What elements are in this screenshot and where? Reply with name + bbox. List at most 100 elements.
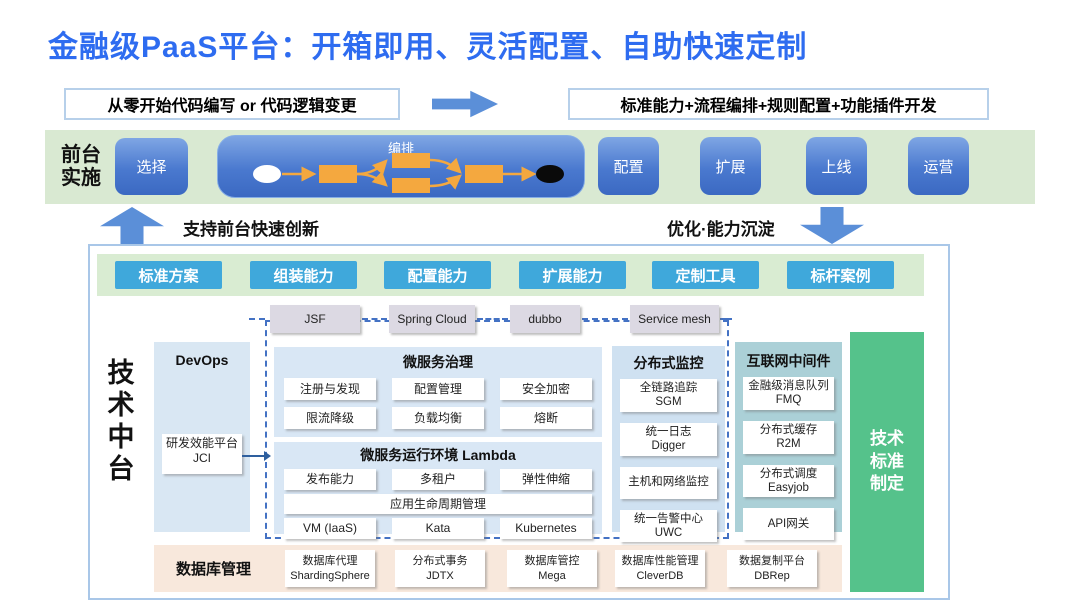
flow-task-3 xyxy=(465,165,503,183)
lambda-row3: VM (IaaS) Kata Kubernetes xyxy=(284,518,592,539)
database-label: 数据库管理 xyxy=(176,561,252,578)
item-name: 分布式调度 xyxy=(759,467,818,480)
paas-path-box: 标准能力+流程编排+规则配置+功能插件开发 xyxy=(568,88,989,120)
tab-standard-solution: 标准方案 xyxy=(115,261,222,289)
item-code: Digger xyxy=(651,440,686,453)
frontline-band: 前台 实施 选择 编排 xyxy=(45,130,1035,204)
orchestration-panel: 编排 xyxy=(217,135,585,198)
tab-custom-tools: 定制工具 xyxy=(652,261,759,289)
framework-dubbo: dubbo xyxy=(510,305,580,333)
monitoring-panel: 分布式监控 全链路追踪 SGM 统一日志 Digger 主机和网络监控 统一告警… xyxy=(612,346,725,543)
step-launch: 上线 xyxy=(806,137,867,195)
item-name: 主机和网络监控 xyxy=(628,476,709,489)
item-name: 分布式事务 xyxy=(412,555,468,568)
item-code: CleverDB xyxy=(636,569,684,582)
tech-platform-char: 中 xyxy=(107,421,135,452)
governance-item-circuitbreak: 熔断 xyxy=(500,407,592,429)
database-item-transaction: 分布式事务 JDTX xyxy=(395,550,485,587)
tech-platform-box: 标准方案 组装能力 配置能力 扩展能力 定制工具 标杆案例 技 术 中 台 JS… xyxy=(88,244,950,600)
governance-item-security: 安全加密 xyxy=(500,378,592,400)
up-arrow-caption: 支持前台快速创新 xyxy=(183,220,319,239)
item-code: DBRep xyxy=(754,569,790,582)
database-item-performance: 数据库性能管理 CleverDB xyxy=(615,550,705,587)
item-code: R2M xyxy=(776,438,801,451)
database-item-proxy: 数据库代理 ShardingSphere xyxy=(285,550,375,587)
lambda-item-lifecycle: 应用生命周期管理 xyxy=(284,494,592,514)
flow-task-1 xyxy=(319,165,357,183)
middleware-title: 互联网中间件 xyxy=(746,353,831,369)
tech-platform-char: 术 xyxy=(107,389,135,420)
flow-task-2b xyxy=(392,178,430,193)
item-code: ShardingSphere xyxy=(290,569,370,582)
tab-assembly: 组装能力 xyxy=(250,261,357,289)
item-name: 分布式缓存 xyxy=(759,423,818,436)
item-name: 统一告警中心 xyxy=(634,512,703,525)
flow-end-node xyxy=(536,165,564,183)
framework-spring-cloud: Spring Cloud xyxy=(389,305,475,333)
devops-jci-box: 研发效能平台 JCI xyxy=(162,434,242,474)
standards-line: 制定 xyxy=(870,474,904,494)
jci-name: 研发效能平台 xyxy=(165,436,238,450)
governance-item-registry: 注册与发现 xyxy=(284,378,376,400)
jci-code: JCI xyxy=(193,451,211,465)
item-name: 金融级消息队列 xyxy=(748,380,829,392)
item-code: Mega xyxy=(538,569,566,582)
frontline-label-line2: 实施 xyxy=(61,167,101,189)
item-code: FMQ xyxy=(775,394,802,407)
step-operate: 运营 xyxy=(908,137,969,195)
devops-title: DevOps xyxy=(175,352,229,368)
lambda-item-vm: VM (IaaS) xyxy=(284,518,376,539)
frontline-label-line1: 前台 xyxy=(61,144,101,166)
standards-line: 标准 xyxy=(870,451,904,471)
database-item-control: 数据库管控 Mega xyxy=(507,550,597,587)
governance-panel: 微服务治理 注册与发现 配置管理 安全加密 限流降级 负载均衡 熔断 xyxy=(274,347,602,437)
lambda-item-publish: 发布能力 xyxy=(284,469,376,490)
item-name: 数据库代理 xyxy=(302,555,358,568)
monitoring-item-tracing: 全链路追踪 SGM xyxy=(620,379,717,412)
framework-connector xyxy=(362,318,387,320)
flow-start-node xyxy=(253,165,281,183)
tech-platform-char: 技 xyxy=(107,358,135,388)
frontline-label: 前台 实施 xyxy=(50,144,112,190)
tab-configuration: 配置能力 xyxy=(384,261,491,289)
item-code: SGM xyxy=(655,396,682,409)
monitoring-item-hostnetwork: 主机和网络监控 xyxy=(620,466,717,499)
lambda-item-kubernetes: Kubernetes xyxy=(500,518,592,539)
lambda-panel: 微服务运行环境 Lambda 发布能力 多租户 弹性伸缩 应用生命周期管理 VM… xyxy=(274,442,602,539)
step-extend: 扩展 xyxy=(700,137,761,195)
lambda-item-kata: Kata xyxy=(392,518,484,539)
item-name: API网关 xyxy=(767,518,810,531)
capability-tabband xyxy=(97,254,924,296)
step-configure: 配置 xyxy=(598,137,659,195)
item-name: 统一日志 xyxy=(645,425,692,438)
monitoring-item-alerting: 统一告警中心 UWC xyxy=(620,509,717,543)
item-name: 数据复制平台 xyxy=(739,555,805,568)
governance-title: 微服务治理 xyxy=(403,354,473,370)
lambda-row1: 发布能力 多租户 弹性伸缩 xyxy=(284,469,592,490)
framework-connector xyxy=(249,318,265,320)
tech-platform-char: 台 xyxy=(107,453,135,484)
framework-jsf: JSF xyxy=(270,305,360,333)
flow-task-2a xyxy=(392,153,430,168)
governance-item-loadbalance: 负载均衡 xyxy=(392,407,484,429)
middleware-item-mq: 金融级消息队列 FMQ xyxy=(743,377,834,410)
down-arrow-caption: 优化·能力沉淀 xyxy=(667,220,775,239)
right-arrow-icon xyxy=(432,90,498,118)
governance-grid: 注册与发现 配置管理 安全加密 限流降级 负载均衡 熔断 xyxy=(284,378,592,429)
middleware-item-cache: 分布式缓存 R2M xyxy=(743,420,834,454)
tech-standards-panel: 技术 标准 制定 xyxy=(850,332,924,592)
item-name: 数据库性能管理 xyxy=(621,555,699,568)
database-panel: 数据库管理 数据库代理 ShardingSphere 分布式事务 JDTX 数据… xyxy=(154,545,842,592)
step-select: 选择 xyxy=(115,138,188,195)
tab-extension: 扩展能力 xyxy=(519,261,626,289)
item-name: 数据库管控 xyxy=(524,555,580,568)
tech-platform-label: 技 术 中 台 xyxy=(104,358,138,485)
middleware-panel: 互联网中间件 金融级消息队列 FMQ 分布式缓存 R2M 分布式调度 Easyj… xyxy=(735,342,842,541)
database-item-replication: 数据复制平台 DBRep xyxy=(727,550,817,587)
flow-diagram xyxy=(253,153,564,193)
down-arrow-icon xyxy=(800,207,864,244)
up-arrow-icon xyxy=(100,207,164,244)
orchestration-label: 编排 xyxy=(387,141,414,156)
framework-connector xyxy=(720,318,732,320)
